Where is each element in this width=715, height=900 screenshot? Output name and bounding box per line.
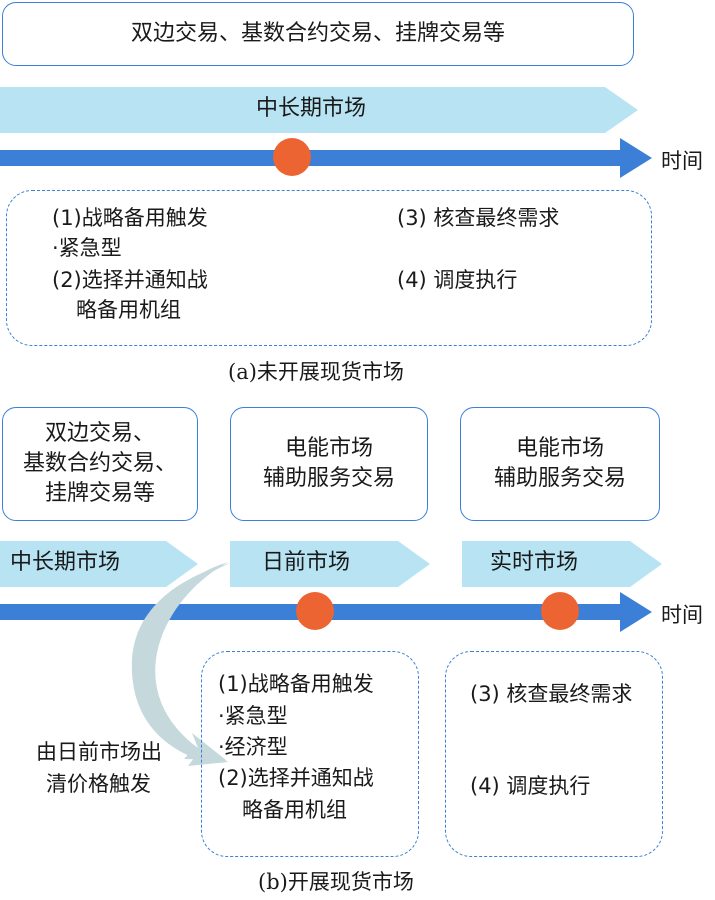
- b-dayahead-line-2: 辅助服务交易: [262, 466, 395, 491]
- a-step-1: (1)战略备用触发: [52, 206, 208, 230]
- b-market-longterm: 中长期市场: [10, 550, 121, 575]
- b-trading-line-3: 挂牌交易等: [44, 481, 155, 506]
- a-market-chevron: [0, 87, 638, 133]
- b-time-label: 时间: [661, 603, 703, 627]
- b-step-2: (2)选择并通知战: [218, 766, 374, 790]
- a-step-2: (2)选择并通知战: [52, 268, 208, 292]
- a-time-label: 时间: [661, 149, 703, 173]
- a-time-arrow: [0, 138, 652, 178]
- b-step-1-emergency: ·紧急型: [218, 704, 288, 728]
- a-market-label: 中长期市场: [256, 96, 367, 121]
- b-market-realtime: 实时市场: [490, 550, 579, 575]
- b-dayahead-box: 电能市场 辅助服务交易: [230, 407, 428, 521]
- b-step-2-cont: 略备用机组: [242, 798, 347, 822]
- a-procedure-box: [6, 190, 652, 346]
- b-trading-line-2: 基数合约交易、: [22, 451, 177, 476]
- b-step-3: (3) 核查最终需求: [470, 682, 633, 706]
- b-market-dayahead: 日前市场: [262, 550, 351, 575]
- b-trigger-note-1: 由日前市场出: [36, 740, 162, 764]
- b-market-chevrons: [0, 541, 662, 587]
- b-procedure-box-left: [201, 651, 419, 857]
- b-realtime-marker: [541, 592, 579, 630]
- b-realtime-box: 电能市场 辅助服务交易: [460, 407, 660, 521]
- b-dayahead-marker: [296, 592, 334, 630]
- b-dayahead-line-1: 电能市场: [284, 436, 373, 461]
- b-trigger-note-2: 清价格触发: [46, 772, 151, 796]
- b-trading-box: 双边交易、 基数合约交易、 挂牌交易等: [2, 407, 198, 521]
- a-step-2-cont: 略备用机组: [76, 298, 181, 322]
- b-realtime-line-2: 辅助服务交易: [493, 466, 626, 491]
- b-procedure-box-right: [445, 651, 663, 857]
- b-step-1: (1)战略备用触发: [218, 672, 374, 696]
- b-realtime-line-1: 电能市场: [515, 436, 604, 461]
- a-timeline-marker: [273, 138, 311, 176]
- a-step-4: (4) 调度执行: [397, 268, 518, 292]
- a-step-1-type: ·紧急型: [52, 236, 122, 260]
- b-step-1-economic: ·经济型: [218, 735, 288, 759]
- a-step-3: (3) 核查最终需求: [397, 206, 560, 230]
- b-trading-line-1: 双边交易、: [44, 421, 155, 446]
- b-step-4: (4) 调度执行: [470, 774, 591, 798]
- a-trading-text: 双边交易、基数合约交易、挂牌交易等: [130, 21, 505, 46]
- a-caption: (a)未开展现货市场: [228, 360, 404, 384]
- b-caption: (b)开展现货市场: [258, 870, 414, 894]
- a-trading-box: 双边交易、基数合约交易、挂牌交易等: [2, 2, 634, 66]
